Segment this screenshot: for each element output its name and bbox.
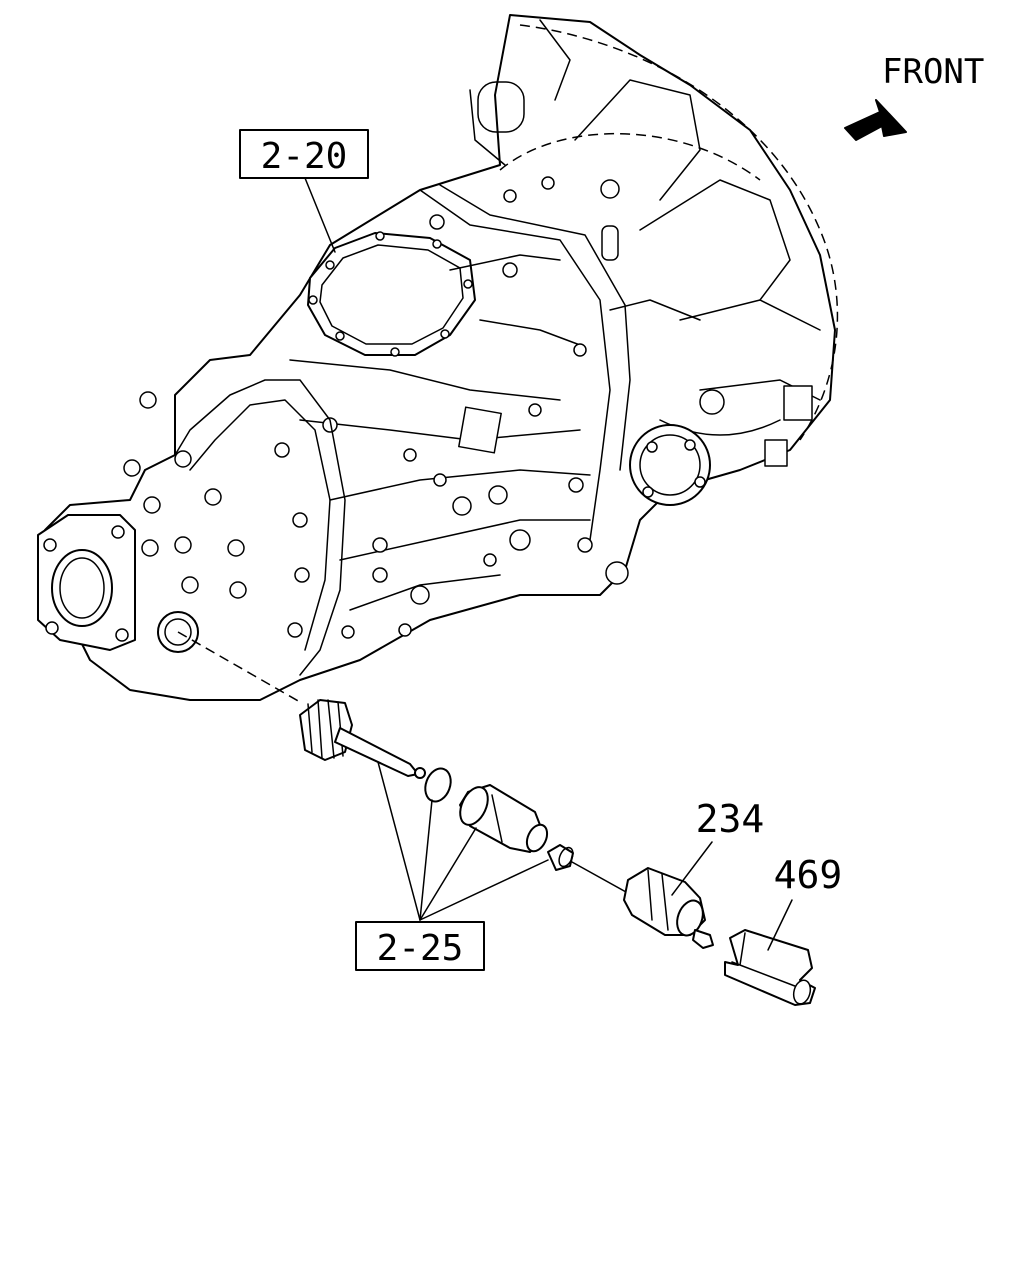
coupling (547, 844, 574, 871)
bracket-clip (724, 929, 816, 1006)
callout-234[interactable]: 234 (671, 797, 765, 896)
callout-469[interactable]: 469 (767, 853, 843, 951)
callout-469-label: 469 (774, 853, 843, 897)
front-label: FRONT (882, 52, 984, 92)
leader-line (767, 899, 793, 951)
sensor-centerline (571, 861, 627, 893)
callout-2-20[interactable]: 2-20 (239, 129, 369, 253)
callout-2-20-label: 2-20 (261, 136, 348, 177)
leader-line (419, 827, 477, 921)
callout-234-label: 234 (696, 797, 765, 841)
callout-2-25-label: 2-25 (377, 928, 464, 969)
leader-line (419, 799, 433, 921)
leader-line (419, 859, 549, 921)
assembly-centerline (177, 631, 301, 703)
leader-line (377, 761, 421, 921)
leader-line (671, 841, 713, 896)
front-arrow-icon (844, 99, 907, 141)
speed-sensor (623, 867, 714, 949)
speedometer-driven-gear (299, 699, 426, 779)
o-ring (424, 767, 452, 803)
callout-2-25[interactable]: 2-25 (355, 761, 549, 971)
transmission-assembly (37, 14, 839, 701)
gear-sleeve (459, 784, 549, 853)
leader-line (304, 177, 336, 253)
